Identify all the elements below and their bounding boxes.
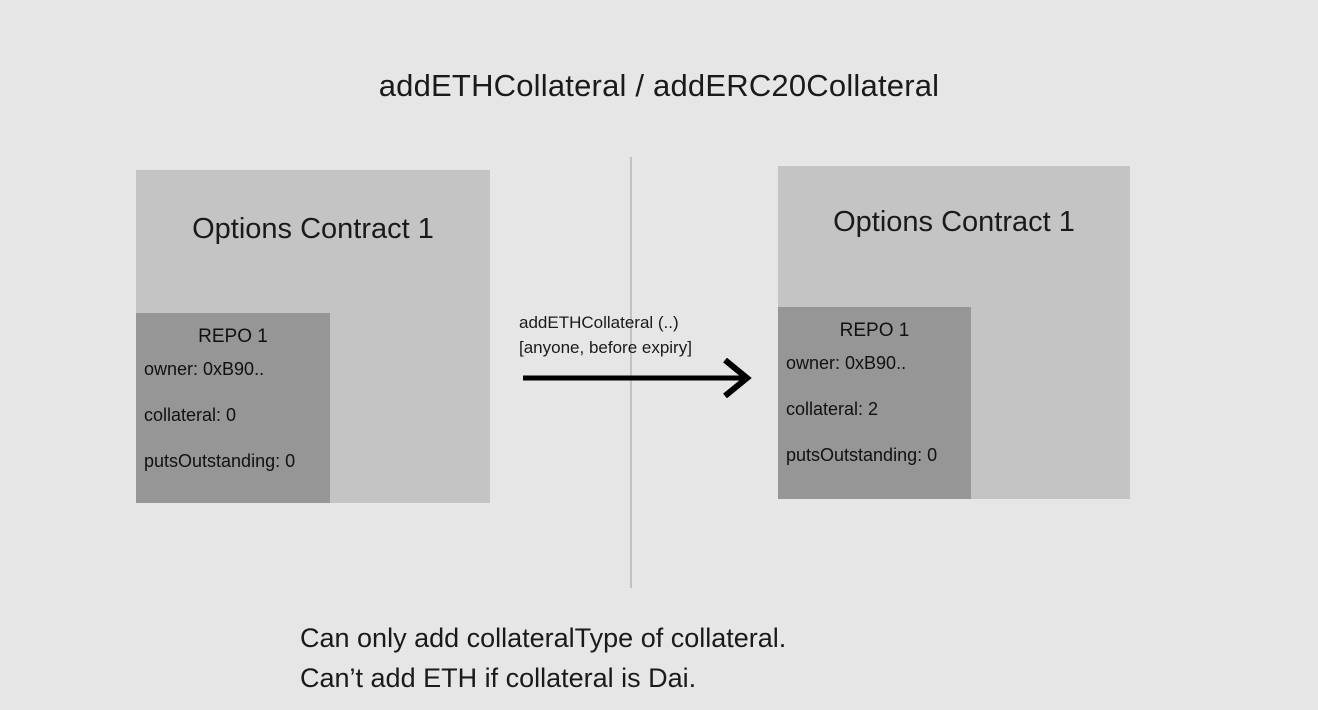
note-line-2: Can’t add ETH if collateral is Dai.: [300, 663, 697, 693]
repo-field-collateral-before: collateral: 0: [144, 405, 237, 425]
repo-box-before: REPO 1 owner: 0xB90.. collateral: 0 puts…: [136, 313, 330, 503]
options-contract-box-after: Options Contract 1 REPO 1 owner: 0xB90..…: [778, 166, 1130, 499]
repo-field-putsoutstanding-before: putsOutstanding: 0: [144, 451, 296, 471]
transition-permission-label: [anyone, before expiry]: [519, 338, 692, 357]
options-contract-box-before: Options Contract 1 REPO 1 owner: 0xB90..…: [136, 170, 490, 503]
repo-fields-before: owner: 0xB90.. collateral: 0 putsOutstan…: [144, 358, 330, 472]
page-title: addETHCollateral / addERC20Collateral: [378, 68, 940, 103]
repo-fields-after: owner: 0xB90.. collateral: 2 putsOutstan…: [786, 352, 971, 466]
state-divider-line: [630, 157, 632, 588]
repo-field-owner-after: owner: 0xB90..: [786, 353, 907, 373]
arrow-right-icon: [523, 358, 752, 398]
note-line-1: Can only add collateralType of collatera…: [300, 623, 787, 653]
repo-field-putsoutstanding-after: putsOutstanding: 0: [786, 445, 938, 465]
repo-field-owner-before: owner: 0xB90..: [144, 359, 265, 379]
repo-box-after: REPO 1 owner: 0xB90.. collateral: 2 puts…: [778, 307, 971, 499]
contract-title-after: Options Contract 1: [833, 206, 1075, 238]
repo-field-collateral-after: collateral: 2: [786, 399, 879, 419]
transition-arrow: [518, 358, 758, 398]
repo-title-after: REPO 1: [839, 320, 910, 341]
contract-title-before: Options Contract 1: [192, 213, 434, 245]
transition-label: addETHCollateral (..) [anyone, before ex…: [519, 310, 692, 360]
repo-title-before: REPO 1: [198, 326, 268, 347]
transition-call-label: addETHCollateral (..): [519, 313, 679, 332]
diagram-notes: Can only add collateralType of collatera…: [300, 618, 786, 698]
